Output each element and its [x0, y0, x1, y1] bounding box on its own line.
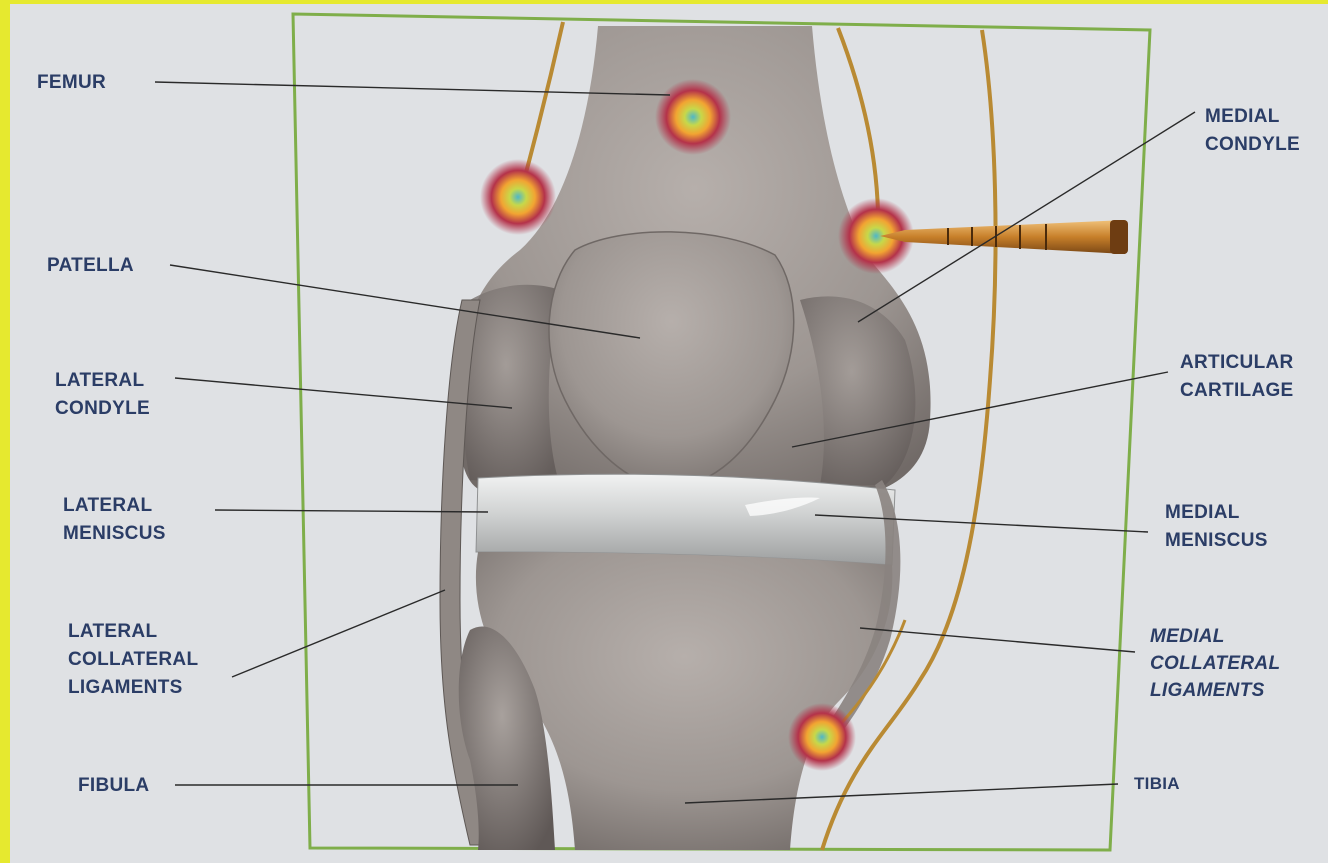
label-lateral-collateral-ligaments: LATERAL COLLATERAL LIGAMENTS [68, 621, 204, 698]
label-medial-condyle: MEDIAL CONDYLE [1205, 106, 1300, 155]
nerve-target-marker-icon [655, 79, 731, 155]
label-tibia: TIBIA [1134, 774, 1180, 793]
label-patella: PATELLA [47, 255, 134, 276]
leader-medial-collateral [860, 628, 1135, 652]
leader-lateral-collateral [232, 590, 445, 677]
nerve-target-marker-icon [480, 159, 556, 235]
needle-probe-icon [880, 220, 1128, 254]
label-medial-meniscus: MEDIAL MENISCUS [1165, 502, 1268, 551]
label-lateral-meniscus: LATERAL MENISCUS [63, 495, 166, 544]
label-fibula: FIBULA [78, 775, 149, 796]
meniscus-band [476, 474, 895, 565]
label-articular-cartilage: ARTICULAR CARTILAGE [1180, 352, 1299, 401]
nerve-target-marker-icon [788, 703, 856, 771]
label-lateral-condyle: LATERAL CONDYLE [55, 370, 150, 419]
label-femur: FEMUR [37, 72, 106, 93]
label-medial-collateral-ligaments: MEDIAL COLLATERAL LIGAMENTS [1150, 626, 1286, 701]
